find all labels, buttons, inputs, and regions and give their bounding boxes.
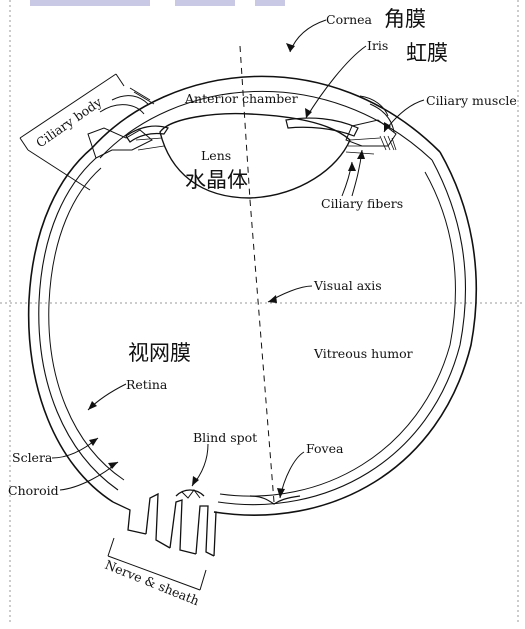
iris-right bbox=[285, 117, 359, 137]
ciliary-muscle-hatch bbox=[379, 135, 397, 151]
visual-axis-line bbox=[249, 199, 275, 503]
sclera-wall bbox=[27, 147, 114, 503]
label-cornea: Cornea bbox=[326, 12, 373, 27]
arrowheads bbox=[88, 43, 391, 498]
label-vitreous-humor: Vitreous humor bbox=[313, 346, 413, 361]
retina-layer bbox=[48, 167, 125, 481]
label-retina: Retina bbox=[126, 377, 168, 392]
label-lens: Lens bbox=[201, 148, 231, 163]
blind-spot-mark bbox=[181, 489, 201, 499]
sclera-wall-right bbox=[213, 151, 478, 516]
label-fovea: Fovea bbox=[306, 441, 344, 456]
ciliary-fibers bbox=[135, 137, 381, 155]
lens bbox=[159, 112, 351, 199]
ciliary-body-bracket bbox=[19, 73, 125, 191]
optic-nerve bbox=[112, 489, 217, 557]
label-iris-cn: 虹膜 bbox=[406, 41, 448, 65]
label-nerve-sheath: Nerve & sheath bbox=[103, 557, 202, 608]
nerve-sheath-bracket bbox=[107, 537, 207, 591]
choroid-layer bbox=[38, 157, 119, 491]
label-choroid: Choroid bbox=[8, 483, 59, 498]
label-lens-cn: 水晶体 bbox=[185, 168, 248, 192]
ciliary-body-left bbox=[87, 87, 155, 159]
label-ciliary-fibers: Ciliary fibers bbox=[321, 196, 403, 211]
choroid-layer-right bbox=[217, 159, 467, 506]
fovea-dip bbox=[249, 495, 301, 505]
retina-layer-right bbox=[219, 171, 456, 497]
optical-axis bbox=[239, 45, 251, 201]
label-sclera: Sclera bbox=[12, 450, 53, 465]
label-blind-spot: Blind spot bbox=[193, 430, 257, 445]
label-visual-axis: Visual axis bbox=[313, 278, 382, 293]
label-anterior-chamber: Anterior chamber bbox=[184, 91, 298, 106]
label-cornea-cn: 角膜 bbox=[384, 7, 426, 31]
label-iris: Iris bbox=[367, 38, 388, 53]
label-retina-cn: 视网膜 bbox=[128, 341, 191, 365]
top-banner-fragments bbox=[30, 0, 285, 6]
iris-left bbox=[125, 125, 169, 143]
cornea-outer bbox=[91, 75, 441, 153]
label-ciliary-muscle: Ciliary muscle bbox=[426, 93, 517, 108]
